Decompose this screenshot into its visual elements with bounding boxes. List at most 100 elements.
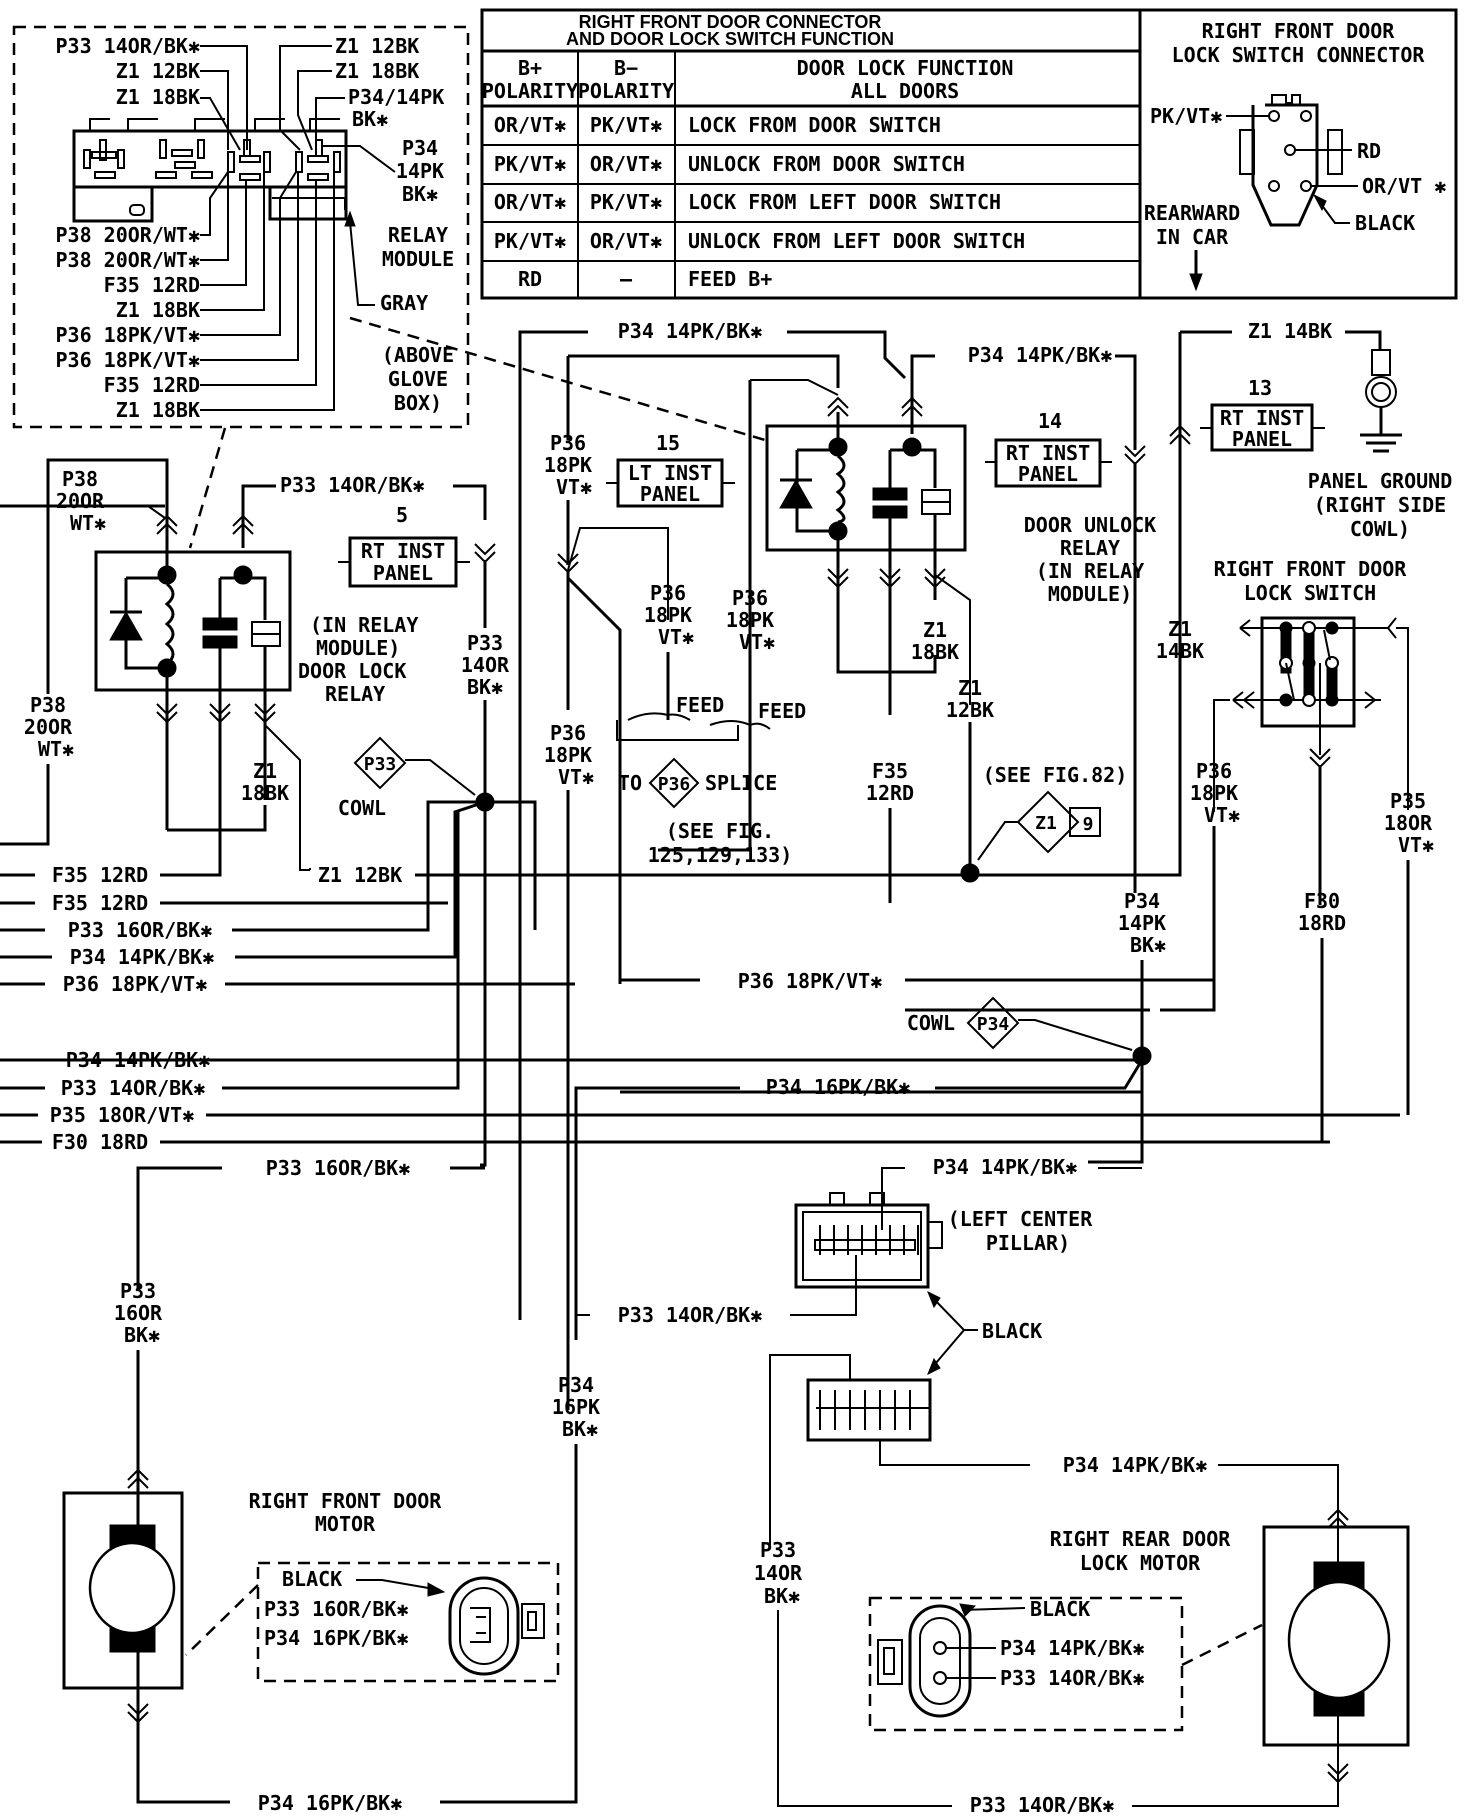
inset-label-bk: BK✱ <box>352 107 388 131</box>
switch-p34-2: 14PK <box>1118 911 1166 935</box>
inset-label-f35-a: F35 12RD <box>104 273 200 297</box>
panel-14-number: 14 <box>1038 409 1062 433</box>
inset-label-z1-18bk-b: Z1 18BK <box>116 298 200 322</box>
splice-to-label: TO <box>618 771 642 795</box>
p36-c-3: VT✱ <box>558 765 594 789</box>
switch-p34-1: P34 <box>1124 889 1160 913</box>
bus-label-f30-18rd: F30 18RD <box>52 1130 148 1154</box>
col-header-function-1: DOOR LOCK FUNCTION <box>797 56 1014 80</box>
col-header-bminus-2: POLARITY <box>578 79 674 103</box>
switch-p35-2: 18OR <box>1384 811 1433 835</box>
p36-splice-diamond <box>648 757 700 809</box>
lock-relay-caption-4: RELAY <box>325 682 385 706</box>
front-door-motor: P33 16OR BK✱ P34 16PK/BK✱ RIGHT FRONT DO… <box>62 1279 560 1815</box>
table-cell: LOCK FROM DOOR SWITCH <box>688 113 941 137</box>
p38-side-3: WT✱ <box>38 737 74 761</box>
inset-label-z1-12bk-r: Z1 12BK <box>335 34 419 58</box>
p36-mid-label: P36 18PK/VT✱ <box>738 969 883 993</box>
pillar-p34-16-2: 16PK <box>552 1395 600 1419</box>
p34-splice-id: P34 <box>977 1014 1010 1035</box>
table-cell: OR/VT✱ <box>494 113 566 137</box>
col-header-bminus-1: B− <box>614 56 638 80</box>
switch-p34-3: BK✱ <box>1130 933 1166 957</box>
rear-p33-side-3: BK✱ <box>764 1584 800 1608</box>
lt-inst-panel-15 <box>616 458 724 508</box>
col-header-bplus-1: B+ <box>518 56 542 80</box>
p36-b-1: P36 <box>732 586 768 610</box>
module-label-2: MODULE <box>382 247 454 271</box>
col-header-function-2: ALL DOORS <box>851 79 959 103</box>
table-cell: UNLOCK FROM LEFT DOOR SWITCH <box>688 229 1025 253</box>
switch-p36-1: P36 <box>1196 759 1232 783</box>
rt-inst-panel-13 <box>1210 403 1314 452</box>
p38-top-2: 20OR <box>56 489 105 513</box>
switch-f30-1: F30 <box>1304 889 1340 913</box>
location-1: (ABOVE <box>382 343 454 367</box>
unlock-z1-12-1: Z1 <box>958 676 982 700</box>
panel-13-number: 13 <box>1248 376 1272 400</box>
lock-relay-caption-3: DOOR LOCK <box>298 659 406 683</box>
rear-motor-plug-icon <box>908 1604 972 1718</box>
pillar-location-2: PILLAR) <box>986 1231 1070 1255</box>
rear-p33-bottom: P33 14OR/BK✱ <box>970 1793 1115 1817</box>
switch-p35-1: P35 <box>1390 789 1426 813</box>
rear-motor-title-2: LOCK MOTOR <box>1080 1551 1201 1575</box>
inset-label-p34-14pk: P34/14PK <box>348 85 444 109</box>
panel-14-label-1: RT INST <box>1006 441 1090 465</box>
bus-label-p33-16or: P33 16OR/BK✱ <box>68 918 213 942</box>
unlock-f35-2: 12RD <box>866 781 914 805</box>
switch-p36-2: 18PK <box>1190 781 1238 805</box>
gray-label: GRAY <box>380 291 428 315</box>
front-black: BLACK <box>282 1567 342 1591</box>
lock-relay-z1-2: 18BK <box>241 781 289 805</box>
switch-connector-box: RIGHT FRONT DOOR LOCK SWITCH CONNECTOR P… <box>1138 8 1458 300</box>
rear-pin1: P34 14PK/BK✱ <box>1000 1636 1145 1660</box>
p33-top-label: P33 14OR/BK✱ <box>280 473 425 497</box>
table-cell: PK/VT✱ <box>590 190 662 214</box>
see-fig-1: (SEE FIG. <box>666 819 774 843</box>
door-unlock-relay: P34 14PK/BK✱ P34 14PK/BK✱ Z1 18BK <box>518 319 1182 1410</box>
front-motor-box <box>62 1491 184 1690</box>
unlock-relay-caption-2: RELAY <box>1060 536 1120 560</box>
front-p33-2: 16OR <box>114 1301 163 1325</box>
inset-label-p33-14or: P33 14OR/BK✱ <box>56 34 201 58</box>
rearward-2: IN CAR <box>1156 225 1229 249</box>
feed-label-2: FEED <box>758 699 806 723</box>
module-label-1: RELAY <box>388 223 448 247</box>
p36-a-2: 18PK <box>644 603 692 627</box>
unlock-relay-caption-4: MODULE) <box>1048 582 1132 606</box>
rear-motor-title-1: RIGHT REAR DOOR <box>1050 1527 1232 1551</box>
p33-side-2: 14OR <box>461 653 510 677</box>
p33-16or-label: P33 16OR/BK✱ <box>266 1156 411 1180</box>
lock-switch-box <box>1260 616 1356 728</box>
z1-vert-1: Z1 <box>1168 617 1192 641</box>
p33-side-1: P33 <box>467 631 503 655</box>
ground-label-1: PANEL GROUND <box>1308 469 1453 493</box>
unlock-z1-18-2: 18BK <box>911 640 959 664</box>
function-table: RIGHT FRONT DOOR CONNECTOR AND DOOR LOCK… <box>480 8 1142 300</box>
inset-label-p36-a: P36 18PK/VT✱ <box>56 323 201 347</box>
table-cell: PK/VT✱ <box>590 113 662 137</box>
ground-and-switch: Z1 14BK 13 RT INST PANEL PANEL GROUND (R… <box>905 319 1453 1164</box>
bus-label-p34-14pk: P34 14PK/BK✱ <box>70 945 215 969</box>
pin-pk-vt: PK/VT✱ <box>1150 104 1222 128</box>
cowl-label-p34: COWL <box>907 1011 955 1035</box>
table-cell: PK/VT✱ <box>494 229 566 253</box>
p36-a-1: P36 <box>650 581 686 605</box>
p34-splice-diamond <box>966 996 1020 1050</box>
front-pin1: P33 16OR/BK✱ <box>264 1597 409 1621</box>
panel-14-label-2: PANEL <box>1018 462 1078 486</box>
mid-wiring: P36 18PK/VT✱ COWL P34 P34 16PK/BK✱ P33 1… <box>0 969 1214 1340</box>
p34-top-label: P34 14PK/BK✱ <box>618 319 763 343</box>
inset-p34-l3: BK✱ <box>402 182 438 206</box>
rear-motor-box <box>1262 1525 1410 1747</box>
inset-label-p36-b: P36 18PK/VT✱ <box>56 348 201 372</box>
inset-label-f35-b: F35 12RD <box>104 373 200 397</box>
p36-left-3: VT✱ <box>556 475 592 499</box>
p36-c-1: P36 <box>550 721 586 745</box>
ground-symbol-icon <box>1360 407 1402 453</box>
z1-splice-ref: 9 <box>1083 814 1094 835</box>
feed-label-1: FEED <box>676 693 724 717</box>
rear-pin2: P33 14OR/BK✱ <box>1000 1666 1145 1690</box>
table-cell: RD <box>518 267 542 291</box>
